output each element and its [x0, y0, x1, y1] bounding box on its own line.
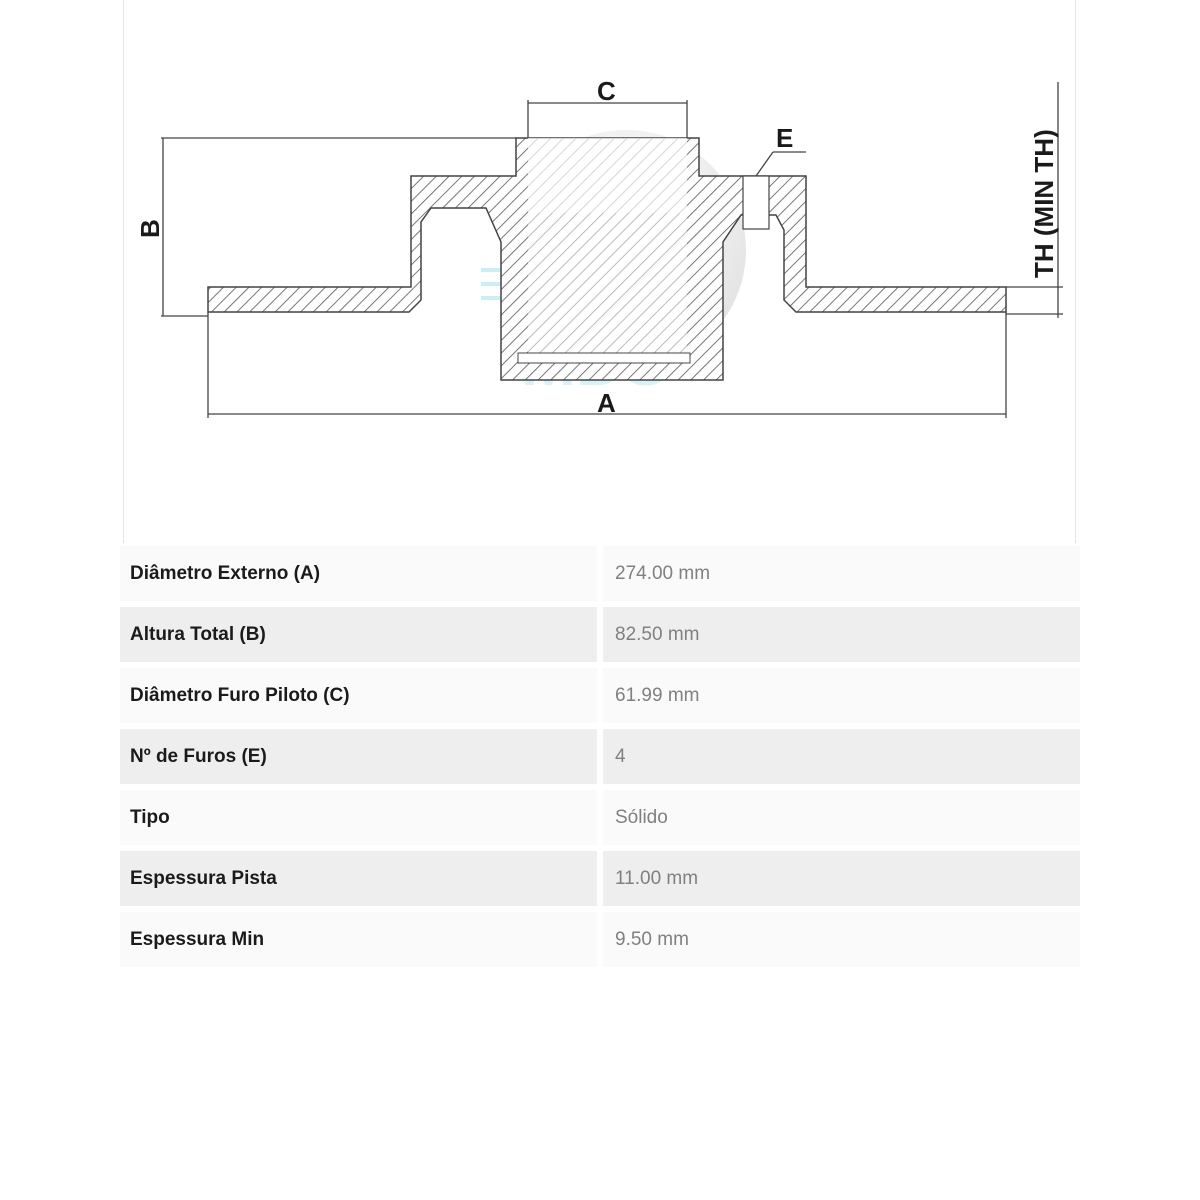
- spec-label: Diâmetro Furo Piloto (C): [120, 668, 597, 723]
- spec-row: Espessura Pista 11.00 mm: [120, 851, 1080, 906]
- spec-row: Espessura Min 9.50 mm: [120, 912, 1080, 967]
- dimension-label-th: TH (MIN TH): [1029, 129, 1059, 278]
- spec-label: Nº de Furos (E): [120, 729, 597, 784]
- spec-label: Espessura Min: [120, 912, 597, 967]
- spec-label: Espessura Pista: [120, 851, 597, 906]
- brake-disc-cross-section-diagram: MDS: [135, 76, 1063, 418]
- spec-value: 82.50 mm: [603, 607, 1080, 662]
- spec-value: 4: [603, 729, 1080, 784]
- spec-value: Sólido: [603, 790, 1080, 845]
- diagram-frame: MDS: [123, 0, 1076, 543]
- dimension-label-c: C: [597, 76, 616, 106]
- dimension-label-e: E: [776, 123, 793, 153]
- spec-row: Altura Total (B) 82.50 mm: [120, 607, 1080, 662]
- spec-table: Diâmetro Externo (A) 274.00 mm Altura To…: [120, 546, 1080, 973]
- spec-row: Tipo Sólido: [120, 790, 1080, 845]
- spec-value: 11.00 mm: [603, 851, 1080, 906]
- dimension-label-b: B: [135, 219, 165, 238]
- bolt-hole: [742, 175, 770, 230]
- spec-label: Altura Total (B): [120, 607, 597, 662]
- spec-row: Diâmetro Externo (A) 274.00 mm: [120, 546, 1080, 601]
- dimension-label-a: A: [597, 388, 616, 418]
- spec-value: 274.00 mm: [603, 546, 1080, 601]
- spec-label: Diâmetro Externo (A): [120, 546, 597, 601]
- pilot-bore: [528, 138, 687, 213]
- spec-value: 9.50 mm: [603, 912, 1080, 967]
- spec-row: Nº de Furos (E) 4: [120, 729, 1080, 784]
- spec-row: Diâmetro Furo Piloto (C) 61.99 mm: [120, 668, 1080, 723]
- spec-value: 61.99 mm: [603, 668, 1080, 723]
- spec-label: Tipo: [120, 790, 597, 845]
